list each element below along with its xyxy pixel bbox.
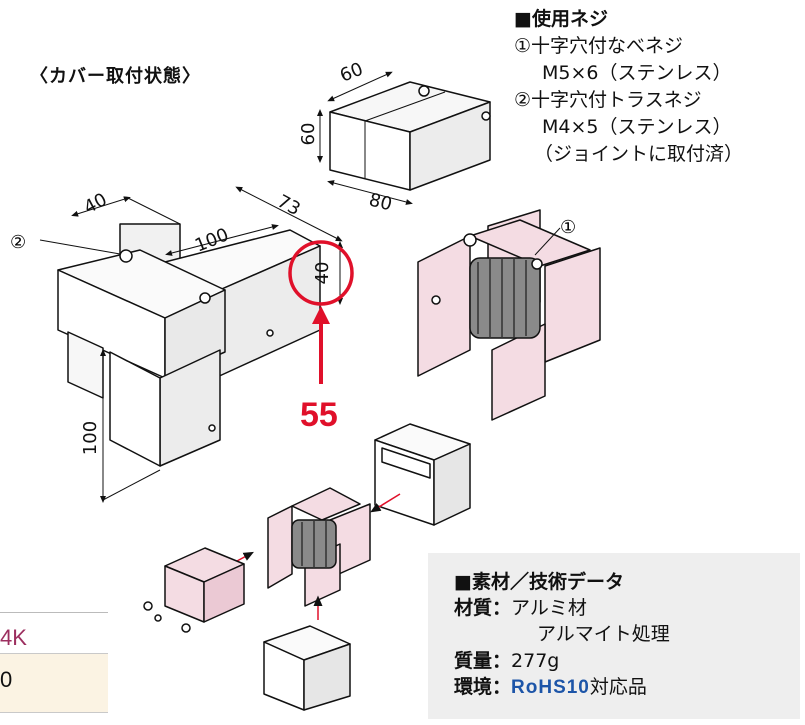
highlight-circle (288, 240, 354, 306)
marker-1: ① (560, 217, 576, 238)
screw-1-name: ①十字穴付なべネジ (514, 35, 684, 57)
environment-suffix: 対応品 (589, 676, 647, 698)
tube-top-right (374, 423, 471, 526)
screw-2-note: （ジョイントに取付済） (534, 143, 744, 165)
marker-2: ② (10, 232, 26, 253)
joint-part-exploded (417, 209, 601, 421)
specs-header: ■素材／技術データ (454, 571, 624, 593)
material-value: アルミ材 (511, 597, 587, 619)
leg-label: 100 (80, 421, 101, 455)
joint-part-bottom (267, 487, 371, 607)
screw-list: ■使用ネジ ①十字穴付なべネジ M5×6（ステンレス） ②十字穴付トラスネジ M… (514, 6, 743, 168)
end-cover-assembled (329, 81, 491, 191)
screw-1-spec: M5×6（ステンレス） (542, 62, 732, 84)
height-label: 40 (312, 262, 333, 285)
end-cover-depth-label: 80 (367, 189, 394, 215)
part-number-value: 0 (0, 667, 13, 692)
mass-label: 質量： (454, 650, 512, 672)
assembled-joint (57, 223, 321, 467)
end-cover-dimension-lines (317, 71, 413, 205)
part-number-band (0, 653, 108, 713)
tube-bottom (263, 625, 351, 711)
rohs-badge: RoHS10 (511, 677, 590, 698)
joint-dimension-lines (39, 186, 343, 503)
end-cover-part (143, 547, 245, 633)
cover-state-caption: 〈カバー取付状態〉 (30, 66, 201, 87)
material-specs-panel: ■素材／技術データ 材質：アルミ材 アルマイト処理 質量：277g 環境：RoH… (428, 553, 800, 719)
assembly-arrow-1 (370, 493, 401, 513)
end-cover-height-label: 60 (298, 123, 319, 146)
environment-label: 環境： (454, 676, 512, 698)
arm-width-label: 40 (80, 189, 110, 218)
screw-list-header: ■使用ネジ (514, 8, 608, 30)
material-label: 材質： (454, 597, 512, 619)
mass-row: 質量：277g (454, 649, 559, 673)
finish-value: アルマイト処理 (537, 623, 670, 645)
part-number-code: 4K (0, 625, 27, 650)
part-table-rule (0, 612, 108, 613)
highlight-annotation-value: 55 (300, 396, 338, 434)
end-cover-width-label: 60 (337, 59, 366, 87)
material-row: 材質：アルミ材 (454, 596, 587, 620)
mass-value: 277g (511, 650, 560, 672)
environment-row: 環境：RoHS10対応品 (454, 675, 647, 700)
highlight-arrow-head (312, 306, 330, 324)
screw-2-name: ②十字穴付トラスネジ (514, 89, 702, 111)
span-label: 73 (274, 191, 304, 220)
screw-2-spec: M4×5（ステンレス） (542, 116, 732, 138)
marker-1-leader (534, 227, 561, 256)
